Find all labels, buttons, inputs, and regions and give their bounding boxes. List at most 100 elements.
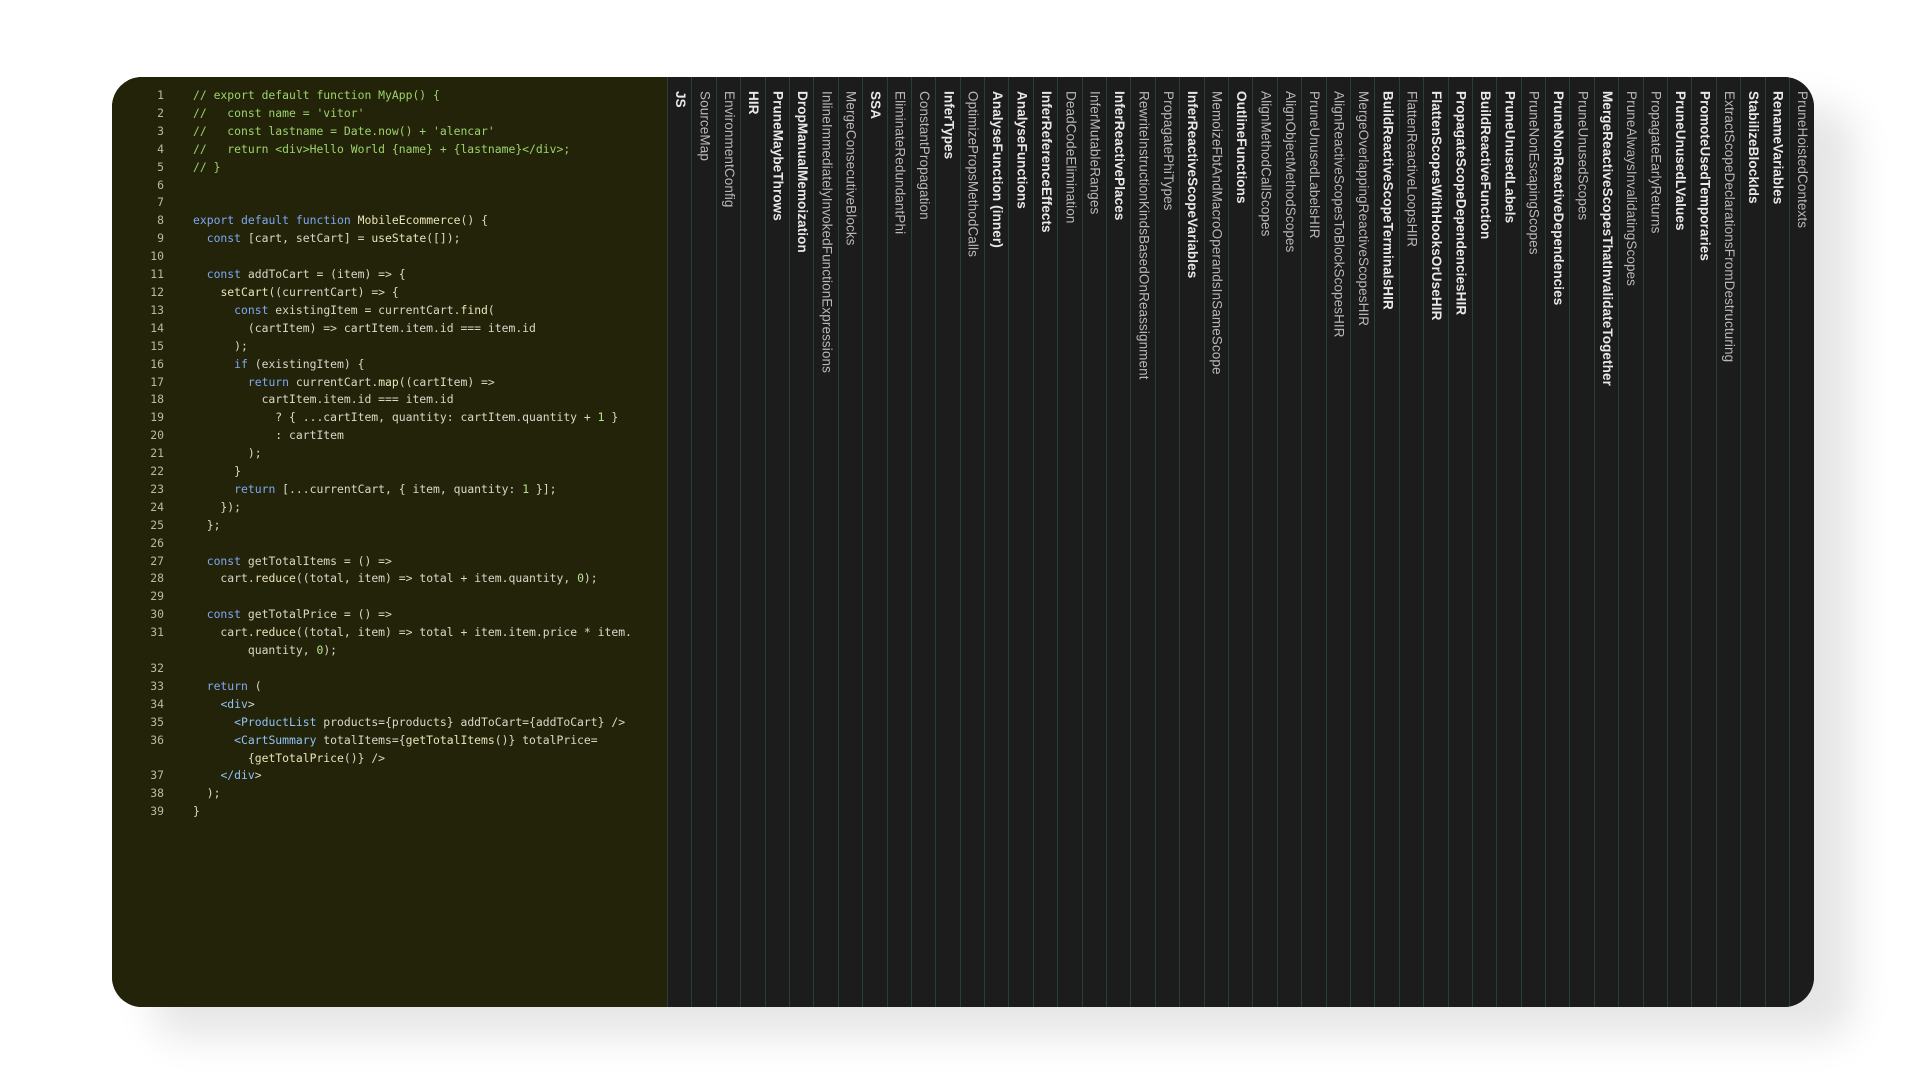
- code-text: cart.reduce((total, item) => total + ite…: [193, 625, 632, 658]
- code-line[interactable]: 39}: [112, 803, 667, 821]
- pass-tab[interactable]: SSA: [862, 77, 886, 1007]
- code-line[interactable]: 26: [112, 535, 667, 553]
- code-line[interactable]: 25 };: [112, 517, 667, 535]
- code-line[interactable]: 3// const lastname = Date.now() + 'alenc…: [112, 123, 667, 141]
- pass-tab[interactable]: EliminateRedundantPhi: [886, 77, 911, 1007]
- pass-tab[interactable]: OptimizePropsMethodCalls: [959, 77, 984, 1007]
- code-text: ? { ...cartItem, quantity: cartItem.quan…: [193, 410, 619, 425]
- code-line[interactable]: 12 setCart((currentCart) => {: [112, 284, 667, 302]
- code-line[interactable]: 31 cart.reduce((total, item) => total + …: [112, 624, 667, 660]
- pass-tab[interactable]: InlineImmediatelyInvokedFunctionExpressi…: [813, 77, 837, 1007]
- pass-tab[interactable]: PromoteUsedTemporaries: [1691, 77, 1715, 1007]
- code-line[interactable]: 38 );: [112, 785, 667, 803]
- pass-tab[interactable]: StabilizeBlockIds: [1740, 77, 1764, 1007]
- pass-tab[interactable]: InferMutableRanges: [1081, 77, 1106, 1007]
- code-line[interactable]: 22 }: [112, 463, 667, 481]
- pass-tab[interactable]: InferReactiveScopeVariables: [1179, 77, 1203, 1007]
- pass-tab[interactable]: PruneHoistedContexts: [1788, 77, 1813, 1007]
- pass-tab[interactable]: MergeConsecutiveBlocks: [837, 77, 862, 1007]
- pass-tab[interactable]: InferReferenceEffects: [1032, 77, 1057, 1007]
- pass-tab[interactable]: RenameVariables: [1764, 77, 1789, 1007]
- pass-tab[interactable]: HIR: [740, 77, 764, 1007]
- pass-tab[interactable]: JS: [667, 77, 691, 1007]
- pass-label: BuildReactiveFunction: [1477, 91, 1493, 240]
- line-number: 3: [157, 123, 164, 138]
- code-editor[interactable]: 1// export default function MyApp() {2//…: [112, 77, 667, 1007]
- code-text: // return <div>Hello World {name} + {las…: [193, 141, 571, 156]
- code-line[interactable]: 27 const getTotalItems = () =>: [112, 553, 667, 571]
- pass-label: MergeReactiveScopesThatInvalidateTogethe…: [1599, 91, 1615, 386]
- pass-tab[interactable]: AlignObjectMethodScopes: [1276, 77, 1301, 1007]
- pass-tab[interactable]: MergeReactiveScopesThatInvalidateTogethe…: [1593, 77, 1618, 1007]
- pass-tab[interactable]: MergeOverlappingReactiveScopesHIR: [1349, 77, 1374, 1007]
- code-line[interactable]: 33 return (: [112, 678, 667, 696]
- pass-tab[interactable]: RewriteInstructionKindsBasedOnReassignme…: [1130, 77, 1154, 1007]
- code-line[interactable]: 34 <div>: [112, 696, 667, 714]
- code-text: </div>: [220, 768, 262, 783]
- code-line[interactable]: 5// }: [112, 159, 667, 177]
- code-line[interactable]: 30 const getTotalPrice = () =>: [112, 606, 667, 624]
- code-text: const [cart, setCart] = useState([]);: [206, 231, 461, 246]
- pass-tab[interactable]: PruneUnusedLabels: [1496, 77, 1520, 1007]
- code-line[interactable]: 2// const name = 'vitor': [112, 105, 667, 123]
- code-line[interactable]: 19 ? { ...cartItem, quantity: cartItem.q…: [112, 409, 667, 427]
- pass-label: PruneAlwaysInvalidatingScopes: [1624, 91, 1640, 287]
- code-line[interactable]: 6: [112, 177, 667, 195]
- code-line[interactable]: 28 cart.reduce((total, item) => total + …: [112, 570, 667, 588]
- pass-tab[interactable]: PropagateScopeDependenciesHIR: [1447, 77, 1472, 1007]
- code-line[interactable]: 11 const addToCart = (item) => {: [112, 266, 667, 284]
- code-line[interactable]: 24 });: [112, 499, 667, 517]
- pass-tab[interactable]: PruneUnusedScopes: [1569, 77, 1593, 1007]
- code-line[interactable]: 17 return currentCart.map((cartItem) =>: [112, 374, 667, 392]
- code-line[interactable]: 9 const [cart, setCart] = useState([]);: [112, 230, 667, 248]
- code-line[interactable]: 15 );: [112, 338, 667, 356]
- pass-tab[interactable]: EnvironmentConfig: [715, 77, 740, 1007]
- pass-tab[interactable]: InferReactivePlaces: [1106, 77, 1130, 1007]
- pass-label: ExtractScopeDeclarationsFromDestructurin…: [1721, 91, 1737, 363]
- pass-label: FlattenReactiveLoopsHIR: [1404, 91, 1420, 248]
- code-text: export default function MobileEcommerce(…: [193, 213, 488, 228]
- code-line[interactable]: 7: [112, 194, 667, 212]
- pass-tab[interactable]: SourceMap: [691, 77, 715, 1007]
- pass-tab[interactable]: InferTypes: [935, 77, 959, 1007]
- pass-tab[interactable]: ConstantPropagation: [910, 77, 935, 1007]
- pass-tab[interactable]: FlattenScopesWithHooksOrUseHIR: [1423, 77, 1447, 1007]
- code-line[interactable]: 13 const existingItem = currentCart.find…: [112, 302, 667, 320]
- code-line[interactable]: 14 (cartItem) => cartItem.item.id === it…: [112, 320, 667, 338]
- code-line[interactable]: 10: [112, 248, 667, 266]
- code-line[interactable]: 18 cartItem.item.id === item.id: [112, 391, 667, 409]
- code-line[interactable]: 20 : cartItem: [112, 427, 667, 445]
- pass-tab[interactable]: ExtractScopeDeclarationsFromDestructurin…: [1715, 77, 1740, 1007]
- code-line[interactable]: 1// export default function MyApp() {: [112, 87, 667, 105]
- code-line[interactable]: 21 );: [112, 445, 667, 463]
- code-line[interactable]: 32: [112, 660, 667, 678]
- code-line[interactable]: 29: [112, 588, 667, 606]
- pass-tab[interactable]: AnalyseFunctions: [1008, 77, 1032, 1007]
- pass-tab[interactable]: PruneUnusedLValues: [1667, 77, 1691, 1007]
- code-line[interactable]: 23 return [...currentCart, { item, quant…: [112, 481, 667, 499]
- pass-tab[interactable]: PruneUnusedLabelsHIR: [1301, 77, 1325, 1007]
- pass-tab[interactable]: DropManualMemoization: [788, 77, 813, 1007]
- code-line[interactable]: 35 <ProductList products={products} addT…: [112, 714, 667, 732]
- pass-tab[interactable]: BuildReactiveFunction: [1471, 77, 1496, 1007]
- pass-tab[interactable]: OutlineFunctions: [1227, 77, 1252, 1007]
- pass-label: PruneUnusedLabelsHIR: [1307, 91, 1323, 239]
- pass-tab[interactable]: AlignReactiveScopesToBlockScopesHIR: [1325, 77, 1350, 1007]
- pass-tab[interactable]: PropagateEarlyReturns: [1642, 77, 1667, 1007]
- pass-tab[interactable]: BuildReactiveScopeTerminalsHIR: [1374, 77, 1398, 1007]
- pass-tab[interactable]: PruneNonReactiveDependencies: [1545, 77, 1569, 1007]
- pass-tab[interactable]: PruneAlwaysInvalidatingScopes: [1618, 77, 1642, 1007]
- pass-tab[interactable]: FlattenReactiveLoopsHIR: [1398, 77, 1423, 1007]
- pass-tab[interactable]: AlignMethodCallScopes: [1252, 77, 1276, 1007]
- pass-tab[interactable]: PruneMaybeThrows: [764, 77, 789, 1007]
- code-line[interactable]: 4// return <div>Hello World {name} + {la…: [112, 141, 667, 159]
- pass-tab[interactable]: AnalyseFunction (inner): [984, 77, 1008, 1007]
- pass-tab[interactable]: DeadCodeElimination: [1057, 77, 1081, 1007]
- code-line[interactable]: 37 </div>: [112, 767, 667, 785]
- pass-tab[interactable]: PropagatePhiTypes: [1154, 77, 1179, 1007]
- code-line[interactable]: 16 if (existingItem) {: [112, 356, 667, 374]
- code-line[interactable]: 36 <CartSummary totalItems={getTotalItem…: [112, 732, 667, 768]
- pass-tab[interactable]: PruneNonEscapingScopes: [1520, 77, 1545, 1007]
- pass-tab[interactable]: MemoizeFbtAndMacroOperandsInSameScope: [1203, 77, 1228, 1007]
